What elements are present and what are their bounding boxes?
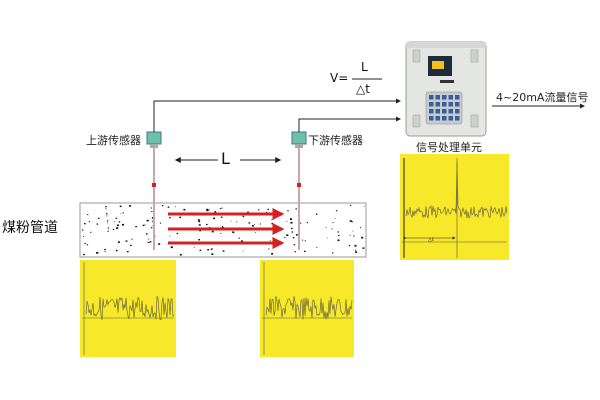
downstream-sensor: [291, 131, 307, 250]
distance-label: L: [221, 149, 230, 168]
formula-numerator: L: [361, 60, 368, 74]
svg-text:△t: △t: [428, 237, 434, 243]
downstream-sensor-label: 下游传感器: [308, 134, 363, 147]
upstream-waveform: [80, 260, 176, 357]
output-signal-label: 4~20mA流量信号: [496, 91, 589, 104]
processor-label: 信号处理单元: [416, 141, 482, 154]
pipe-label: 煤粉管道: [2, 220, 58, 236]
signal-processor-device-icon: [405, 41, 487, 137]
correlation-waveform: △t: [400, 154, 509, 260]
flow-arrows: [168, 208, 285, 249]
signal-wires: [153, 98, 401, 132]
upstream-sensor: [146, 131, 162, 250]
formula-denominator: △t: [356, 82, 370, 96]
device-keypad: [429, 95, 460, 121]
upstream-sensor-label: 上游传感器: [86, 134, 141, 147]
downstream-waveform: [260, 260, 354, 357]
formula-lhs: V=: [330, 71, 349, 85]
